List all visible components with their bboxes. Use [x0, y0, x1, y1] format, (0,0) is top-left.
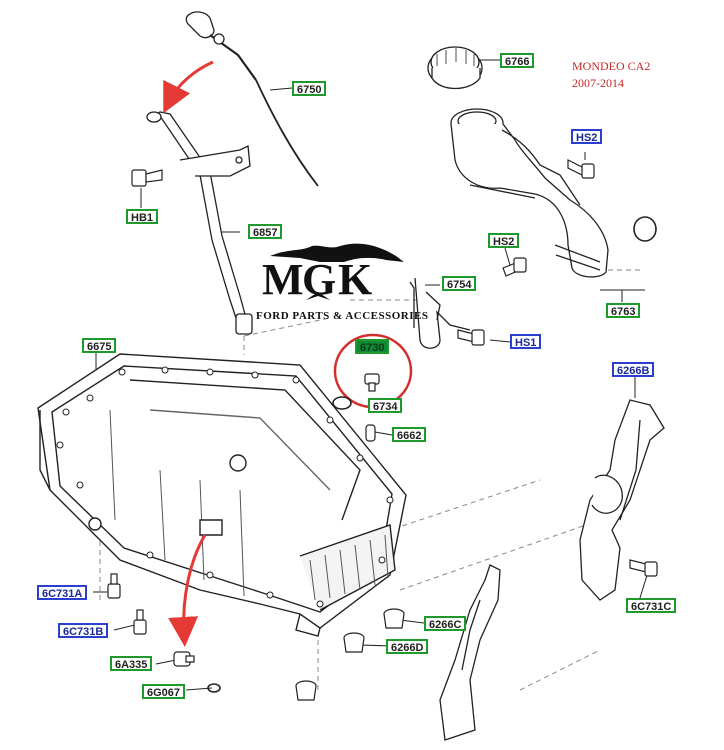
bolt-6c731c: [629, 559, 658, 577]
callout-6662: 6662: [392, 427, 427, 442]
bolt-6c731b: [133, 609, 147, 635]
callout-6754-bracket: 6754: [442, 276, 477, 291]
callout-6a335: 6A335: [110, 656, 153, 671]
callout-6675: 6675: [82, 338, 117, 353]
model-caption: MONDEO CA2 2007-2014: [572, 58, 650, 92]
bolt-hs1: [457, 329, 485, 346]
callout-hs2-lower: HS2: [488, 233, 520, 248]
clip-lower: [295, 680, 317, 701]
callout-hs1: HS1: [510, 334, 542, 349]
dipstick-6750: [185, 11, 319, 187]
red-arrow-lower: [168, 534, 207, 647]
bolt-hs2-lower: [502, 257, 527, 277]
oil-pan-6675: [37, 353, 407, 637]
callout-6763: 6763: [606, 303, 641, 318]
dipstick-tube-6857: [146, 111, 253, 335]
bolt-6c731a: [107, 573, 121, 599]
bolt-hb1: [131, 169, 163, 187]
callout-6g067: 6G067: [142, 684, 186, 699]
drain-plug-6a335: [173, 651, 195, 667]
callout-6750: 6750: [292, 81, 327, 96]
lower-baffle: [439, 564, 501, 741]
callout-6c731c: 6C731C: [626, 598, 677, 613]
pan-bolt-holes: [56, 366, 394, 608]
washer-6g067: [207, 683, 221, 693]
svg-text:K: K: [338, 255, 374, 304]
callout-6c731b: 6C731B: [58, 623, 109, 638]
filler-cap-6766: [427, 46, 483, 90]
washer-6734: [332, 396, 352, 410]
red-arrow-upper: [163, 60, 214, 114]
dowel-6662: [365, 424, 376, 442]
callout-6857: 6857: [248, 224, 283, 239]
callout-6734: 6734: [368, 398, 403, 413]
callout-6266d: 6266D: [386, 639, 429, 654]
filler-neck-6763: [450, 108, 657, 278]
clip-6266d: [343, 632, 365, 653]
callout-hb1: HB1: [126, 209, 159, 224]
logo-subtitle: FORD PARTS & ACCESSORIES: [256, 310, 429, 322]
mgk-logo-art: M G K: [262, 243, 404, 304]
model-name: MONDEO CA2: [572, 59, 651, 73]
callout-6266b: 6266B: [612, 362, 655, 377]
clip-6266c: [383, 608, 405, 629]
bolt-hs2-upper: [567, 159, 595, 179]
callout-6c731a: 6C731A: [37, 585, 88, 600]
svg-text:M: M: [262, 255, 306, 304]
callout-6266c: 6266C: [424, 616, 467, 631]
callout-6766: 6766: [500, 53, 535, 68]
baffle-6266b: [579, 399, 665, 601]
callout-hs2-upper: HS2: [571, 129, 603, 144]
bracket-6754: [409, 277, 471, 349]
model-years: 2007-2014: [572, 76, 624, 90]
callout-6730: 6730: [355, 339, 390, 354]
bolt-6730: [364, 373, 380, 392]
